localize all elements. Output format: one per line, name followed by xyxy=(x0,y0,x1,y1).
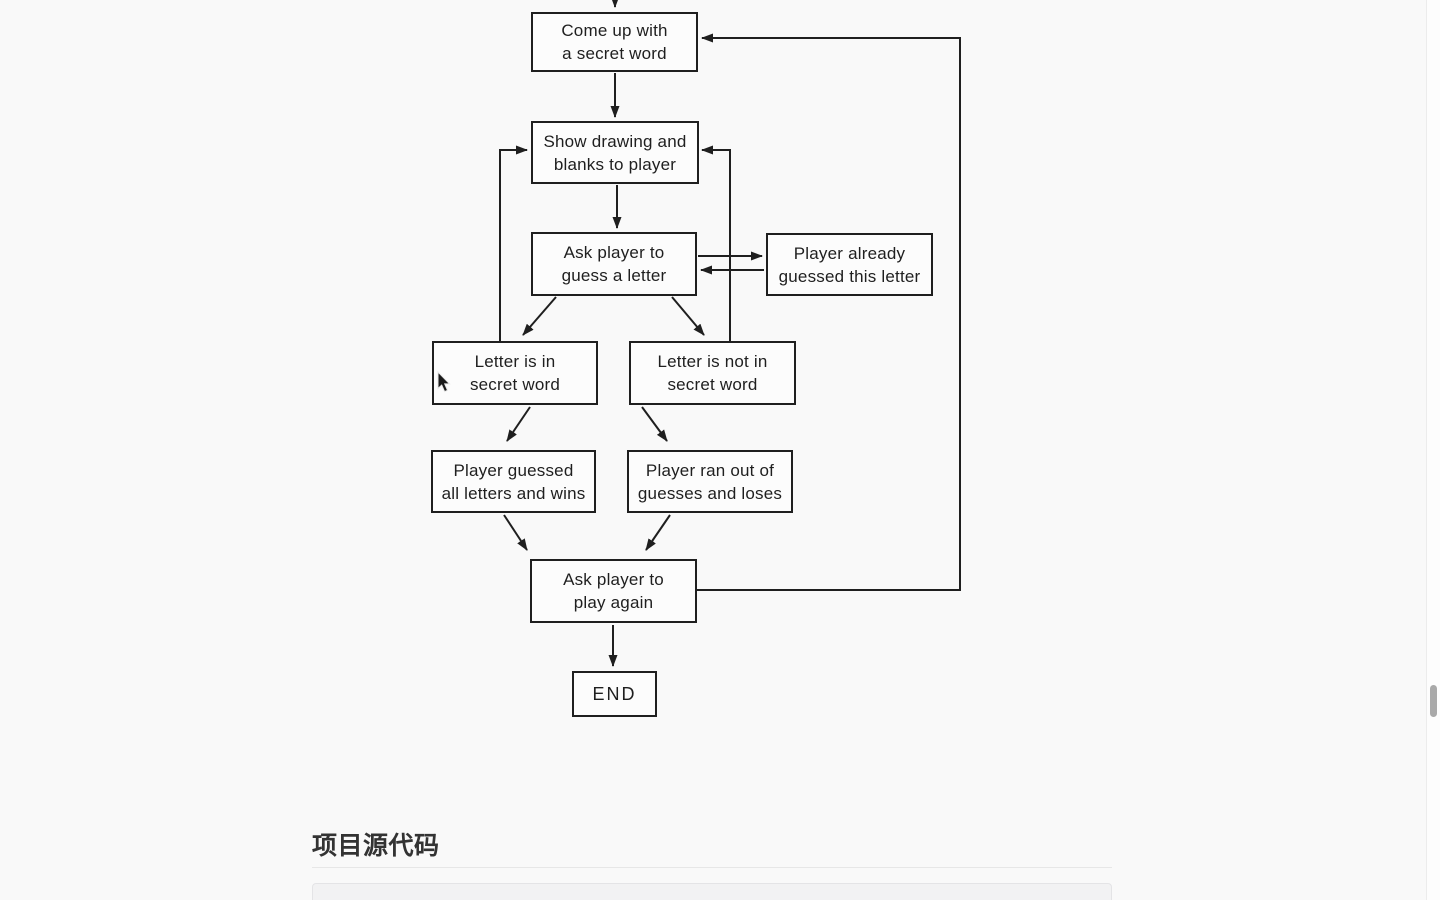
node-label: guess a letter xyxy=(561,266,667,285)
node-label: Ask player to xyxy=(563,570,664,589)
node-label: a secret word xyxy=(562,44,667,63)
mouse-cursor-icon xyxy=(437,371,451,393)
node-label: Player guessed xyxy=(453,460,574,480)
node-label: guessed this letter xyxy=(778,266,921,286)
node-letter-in-secret-word: Letter is in secret word xyxy=(432,341,598,405)
heading-divider xyxy=(312,867,1112,868)
node-ask-play-again: Ask player to play again xyxy=(530,559,697,623)
node-show-drawing-and-blanks: Show drawing and blanks to player xyxy=(531,121,699,184)
node-come-up-with-secret-word: Come up with a secret word xyxy=(531,12,698,72)
scrollbar-thumb[interactable] xyxy=(1430,685,1437,717)
node-player-ran-out-loses: Player ran out of guesses and loses xyxy=(627,450,793,513)
node-letter-not-in-secret-word: Letter is not in secret word xyxy=(629,341,796,405)
node-label: Player ran out of xyxy=(645,460,775,480)
node-label: Ask player to xyxy=(563,243,665,262)
node-label: Letter is not in xyxy=(657,352,768,371)
node-label: Letter is in xyxy=(474,352,556,371)
section-heading-project-source-code: 项目源代码 xyxy=(312,832,440,860)
source-code-block: import random xyxy=(312,883,1112,900)
node-label: END xyxy=(592,683,637,704)
node-label: Come up with xyxy=(561,21,668,40)
page-scrollbar[interactable] xyxy=(1426,0,1440,900)
node-player-already-guessed: Player already guessed this letter xyxy=(766,233,933,296)
node-end: END xyxy=(572,671,657,717)
node-label: play again xyxy=(573,593,654,612)
node-label: Player already xyxy=(793,243,906,263)
node-label: Show drawing and xyxy=(543,131,687,151)
node-player-guessed-all-wins: Player guessed all letters and wins xyxy=(431,450,596,513)
node-label: secret word xyxy=(667,375,758,394)
node-label: secret word xyxy=(469,375,561,394)
node-label: blanks to player xyxy=(553,154,677,174)
node-ask-player-guess-letter: Ask player to guess a letter xyxy=(531,232,697,296)
node-label: all letters and wins xyxy=(441,483,586,503)
node-label: guesses and loses xyxy=(637,483,783,503)
